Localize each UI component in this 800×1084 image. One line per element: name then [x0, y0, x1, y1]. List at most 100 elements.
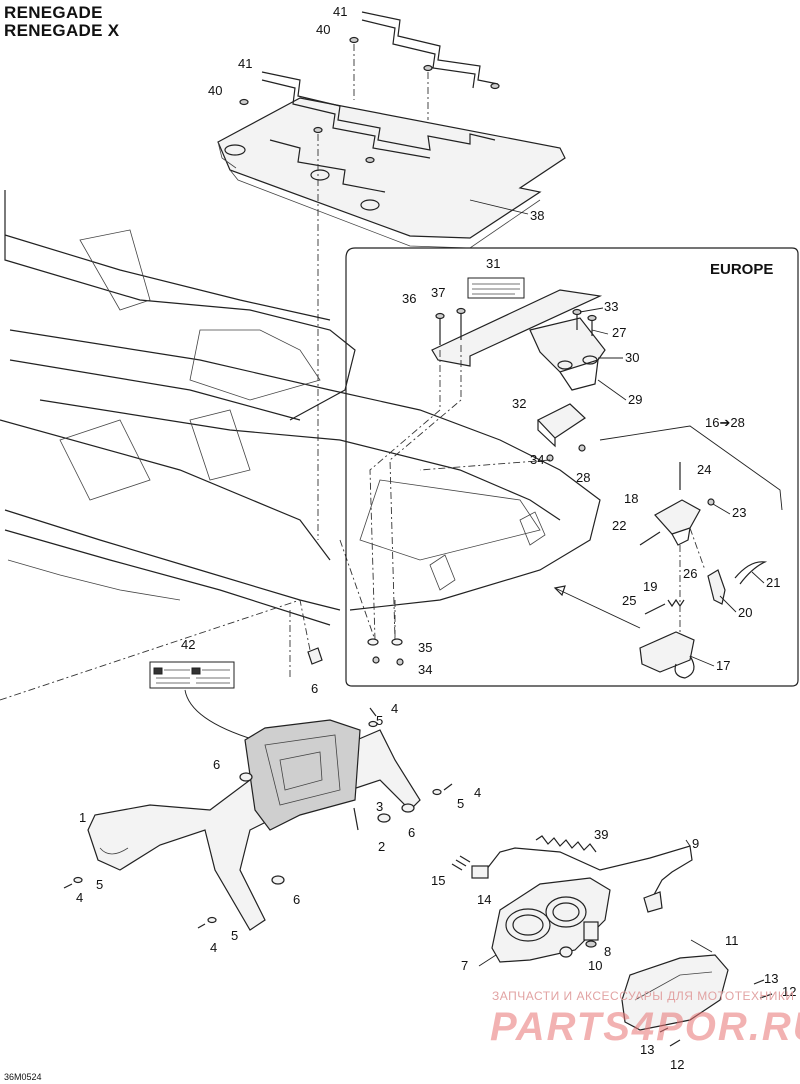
callout-5-d: 5 [231, 928, 238, 943]
callout-21: 21 [766, 575, 780, 590]
figure-code: 36M0524 [4, 1072, 42, 1082]
callout-13-b: 13 [640, 1042, 654, 1057]
callout-37: 37 [431, 285, 445, 300]
callout-5-b: 5 [457, 796, 464, 811]
callout-34: 34 [530, 452, 544, 467]
fastener-34-nut [546, 454, 554, 462]
callout-7: 7 [461, 958, 468, 973]
callout-39: 39 [594, 827, 608, 842]
part-6-grommet-top [307, 647, 323, 665]
fastener-34-nut-2 [372, 656, 380, 664]
fastener-35-washer [367, 638, 379, 646]
part-21-clip [734, 561, 768, 585]
model-title-renegade: RENEGADE [4, 3, 103, 22]
callout-4-a: 4 [391, 701, 398, 716]
callout-10: 10 [588, 958, 602, 973]
watermark-text: ЗАПЧАСТИ И АКСЕССУАРЫ ДЛЯ МОТОТЕХНИКИ [492, 989, 794, 1003]
callout-27: 27 [612, 325, 626, 340]
callout-29: 29 [628, 392, 642, 407]
callout-2: 2 [378, 839, 385, 854]
part-32-bracket [537, 403, 586, 448]
callout-34-lower: 34 [418, 662, 432, 677]
part-31-warning-label [467, 277, 525, 299]
callout-4-d: 4 [210, 940, 217, 955]
part-41-bracket-upper [269, 11, 499, 193]
vehicle-frame [0, 190, 601, 626]
callout-41: 41 [238, 56, 252, 71]
callout-9: 9 [692, 836, 699, 851]
part-20-latch [707, 569, 726, 605]
range-label-16-28: 16➔28 [705, 415, 745, 430]
fastener-25-pin [644, 603, 666, 615]
callout-4-c: 4 [76, 890, 83, 905]
callout-6-b: 6 [408, 825, 415, 840]
callout-8: 8 [604, 944, 611, 959]
callout-6-a: 6 [213, 757, 220, 772]
callout-17: 17 [716, 658, 730, 673]
part-9-connector [643, 891, 663, 913]
part-7-taillight-housing [491, 877, 611, 963]
callout-24: 24 [697, 462, 711, 477]
callout-38: 38 [530, 208, 544, 223]
callout-1: 1 [79, 810, 86, 825]
callout-5-a: 5 [376, 713, 383, 728]
watermark-logo: PARTS4POR.RU [490, 1005, 800, 1049]
part-8-socket [583, 921, 599, 948]
callout-33: 33 [604, 299, 618, 314]
callout-25: 25 [622, 593, 636, 608]
callout-12-a: 12 [782, 984, 796, 999]
part-11-lens [621, 954, 729, 1031]
fastener-23-nut [707, 498, 715, 506]
callout-35: 35 [418, 640, 432, 655]
callout-15: 15 [431, 873, 445, 888]
callout-30: 30 [625, 350, 639, 365]
part-19-spring [667, 598, 685, 608]
fastener-36-37-33-27 [435, 307, 597, 345]
callout-5-c: 5 [96, 877, 103, 892]
part-10-bulb [559, 946, 573, 958]
part-42-label [149, 661, 235, 689]
callout-36: 36 [402, 291, 416, 306]
part-1-rear-bumper [87, 719, 421, 931]
bumper-fasteners [63, 707, 453, 929]
model-title-renegade-x: RENEGADE X [4, 21, 120, 40]
fastener-40-bolts [239, 36, 500, 164]
part-41-bracket-lower [261, 71, 496, 159]
callout-42: 42 [181, 637, 195, 652]
callout-26: 26 [683, 566, 697, 581]
callout-11: 11 [725, 933, 739, 948]
callout-4-b: 4 [474, 785, 481, 800]
part-17-hitch [639, 631, 695, 679]
fastener-28-nut [578, 444, 586, 452]
part-18-hitch-bracket [654, 499, 701, 546]
europe-box [345, 247, 799, 687]
callout-18: 18 [624, 491, 638, 506]
callout-20: 20 [738, 605, 752, 620]
callout-40: 40 [208, 83, 222, 98]
part-15-terminals [451, 855, 471, 871]
callout-12-b: 12 [670, 1057, 684, 1072]
part-38-cover-plate [217, 97, 566, 249]
callout-14: 14 [477, 892, 491, 907]
callout-41-top: 41 [333, 4, 347, 19]
callout-40-top: 40 [316, 22, 330, 37]
fastener-35-washer-2 [391, 638, 403, 646]
fastener-12-13-screws [659, 979, 773, 1047]
callout-3: 3 [376, 799, 383, 814]
callout-13-a: 13 [764, 971, 778, 986]
callout-32: 32 [512, 396, 526, 411]
callout-6-c: 6 [293, 892, 300, 907]
part-14-connector [471, 865, 489, 879]
part-9-wiring-harness [485, 845, 693, 903]
part-39-coil-spring [535, 835, 597, 853]
callout-22: 22 [612, 518, 626, 533]
region-label-europe: EUROPE [710, 261, 773, 278]
callout-31: 31 [486, 256, 500, 271]
callout-23: 23 [732, 505, 746, 520]
callout-28: 28 [576, 470, 590, 485]
fastener-22-bolt [639, 531, 661, 546]
callout-6-top: 6 [311, 681, 318, 696]
callout-19: 19 [643, 579, 657, 594]
fastener-34-nut-3 [396, 658, 404, 666]
